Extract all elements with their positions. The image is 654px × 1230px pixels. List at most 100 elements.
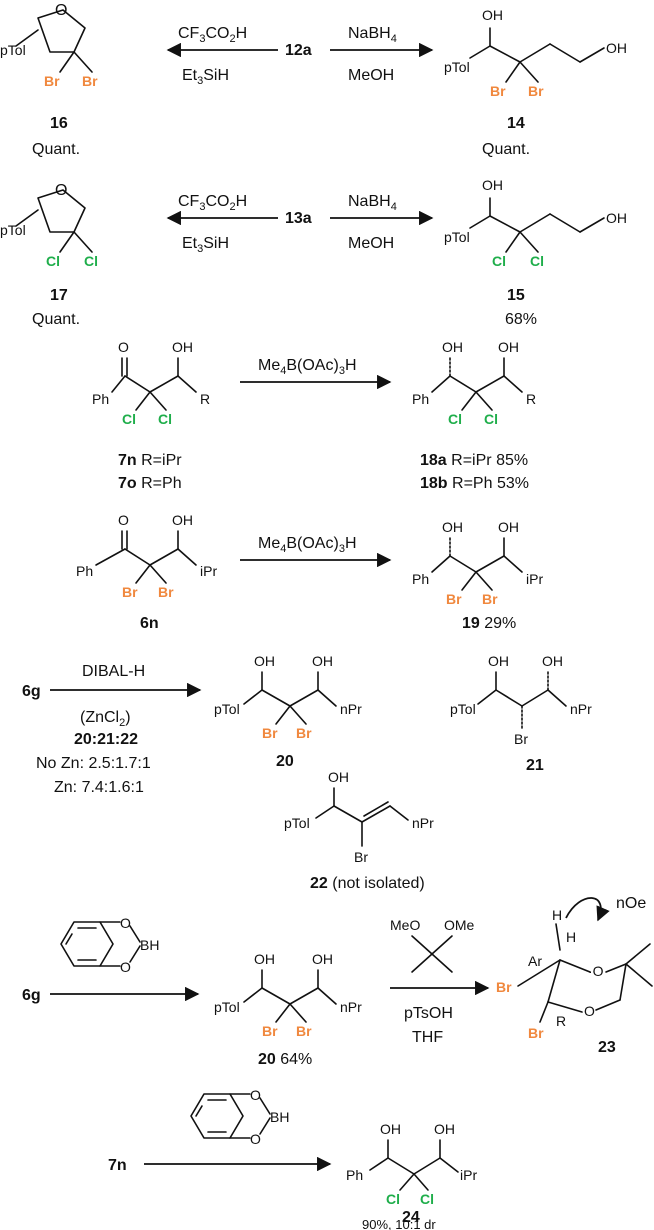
start-6n: 6n — [140, 615, 159, 632]
noe-curved-arrow — [565, 897, 610, 922]
hydroxyl-label: OH — [312, 653, 333, 669]
boronate-oxygen: O — [250, 1131, 261, 1147]
reagent-me4b: Me4B(OAc)3H — [258, 357, 357, 377]
chlorine-label: Cl — [448, 411, 462, 427]
compound-label-15: 15 — [507, 287, 525, 304]
additive-zncl2: (ZnCl2) — [80, 709, 131, 729]
bromine-label: Br — [158, 584, 174, 600]
npropyl-label: nPr — [570, 701, 592, 717]
phenyl-label: Ph — [346, 1167, 363, 1183]
hydroxyl-label: OH — [442, 519, 463, 535]
ring-oxygen: O — [584, 1003, 595, 1019]
reagent-dibal: DIBAL-H — [82, 663, 145, 680]
borane-label: BH — [140, 937, 159, 953]
ratio-header: 20:21:22 — [74, 731, 138, 748]
r-group-label: R — [556, 1013, 566, 1029]
ring-oxygen: O — [55, 182, 67, 199]
product-20-yield: 20 64% — [258, 1051, 312, 1068]
ratio-no-zn: No Zn: 2.5:1.7:1 — [36, 755, 151, 772]
compound-17-structure: O pTol Cl Cl — [0, 182, 98, 269]
compound-14-structure: OH pTol OH Br Br — [444, 7, 627, 99]
reagent-me4b: Me4B(OAc)3H — [258, 535, 357, 555]
bromine-label: Br — [446, 591, 462, 607]
ring-oxygen: O — [55, 2, 67, 19]
methoxy-label: MeO — [390, 917, 420, 933]
reagent-thf: THF — [412, 1029, 443, 1046]
npropyl-label: nPr — [340, 999, 362, 1015]
carbonyl-oxygen: O — [118, 339, 129, 355]
npropyl-label: nPr — [412, 815, 434, 831]
bromine-label: Br — [82, 73, 98, 89]
ratio-zn: Zn: 7.4:1.6:1 — [54, 779, 144, 796]
hydroxyl-label: OH — [606, 40, 627, 56]
compound-6n-structure: O Ph OH iPr Br Br — [76, 512, 217, 600]
ptol-label: pTol — [0, 222, 26, 238]
start-7o: 7o R=Ph — [118, 475, 182, 492]
yield-16: Quant. — [32, 141, 80, 158]
hydroxyl-label: OH — [542, 653, 563, 669]
ptol-label: pTol — [284, 815, 310, 831]
start-7n: 7n — [108, 1157, 127, 1174]
ptol-label: pTol — [214, 701, 240, 717]
compound-label-16: 16 — [50, 115, 68, 132]
hydroxyl-label: OH — [442, 339, 463, 355]
product-24: 24 — [402, 1209, 420, 1226]
hydroxyl-label: OH — [488, 653, 509, 669]
isopropyl-label: iPr — [200, 563, 217, 579]
hydroxyl-label: OH — [172, 512, 193, 528]
bromine-label: Br — [44, 73, 60, 89]
bromine-label: Br — [528, 1025, 544, 1041]
reagent-ptsoh: pTsOH — [404, 1005, 453, 1022]
product-18b: 18b R=Ph 53% — [420, 475, 529, 492]
reagent-meoh: MeOH — [348, 235, 394, 252]
start-6g: 6g — [22, 987, 41, 1004]
methoxy-label: OMe — [444, 917, 475, 933]
hydroxyl-label: OH — [606, 210, 627, 226]
bromine-label: Br — [514, 731, 528, 747]
reagent-et3sih: Et3SiH — [182, 67, 229, 87]
hydroxyl-label: OH — [482, 7, 503, 23]
hydroxyl-label: OH — [172, 339, 193, 355]
hydroxyl-label: OH — [498, 339, 519, 355]
catecholborane-structure: O O BH — [190, 1087, 289, 1147]
compound-20-structure: OH pTol OH nPr Br Br — [214, 653, 362, 741]
bromine-label: Br — [496, 979, 512, 995]
isopropyl-label: iPr — [526, 571, 543, 587]
compound-label-17: 17 — [50, 287, 68, 304]
bromine-label: Br — [296, 1023, 312, 1039]
compound-label-14: 14 — [507, 115, 525, 132]
r-group-label: R — [526, 391, 536, 407]
product-18a: 18a R=iPr 85% — [420, 452, 528, 469]
phenyl-label: Ph — [92, 391, 109, 407]
ptol-label: pTol — [450, 701, 476, 717]
ptol-label: pTol — [214, 999, 240, 1015]
aryl-label: Ar — [528, 953, 542, 969]
product-21: 21 — [526, 757, 544, 774]
npropyl-label: nPr — [340, 701, 362, 717]
chlorine-label: Cl — [492, 253, 506, 269]
chlorine-label: Cl — [122, 411, 136, 427]
boronate-oxygen: O — [250, 1087, 261, 1103]
phenyl-label: Ph — [412, 391, 429, 407]
chlorine-label: Cl — [46, 253, 60, 269]
start-7n: 7n R=iPr — [118, 452, 182, 469]
hydrogen-label: H — [552, 907, 562, 923]
hydrogen-label: H — [566, 929, 576, 945]
start-6g: 6g — [22, 683, 41, 700]
compound-7n-7o-structure: O Ph OH R Cl Cl — [92, 339, 210, 427]
reagent-nabh4: NaBH4 — [348, 25, 397, 45]
hydroxyl-label: OH — [312, 951, 333, 967]
hydroxyl-label: OH — [254, 653, 275, 669]
ptol-label: pTol — [444, 59, 470, 75]
bromine-label: Br — [354, 849, 368, 865]
bromine-label: Br — [528, 83, 544, 99]
chlorine-label: Cl — [530, 253, 544, 269]
start-13a: 13a — [285, 210, 312, 227]
chlorine-label: Cl — [84, 253, 98, 269]
product-19: 19 29% — [462, 615, 516, 632]
compound-20-structure: OH pTol OH nPr Br Br — [214, 951, 362, 1039]
carbonyl-oxygen: O — [118, 512, 129, 528]
hydroxyl-label: OH — [434, 1121, 455, 1137]
catecholborane-structure: O O BH — [60, 915, 159, 975]
bromine-label: Br — [262, 1023, 278, 1039]
